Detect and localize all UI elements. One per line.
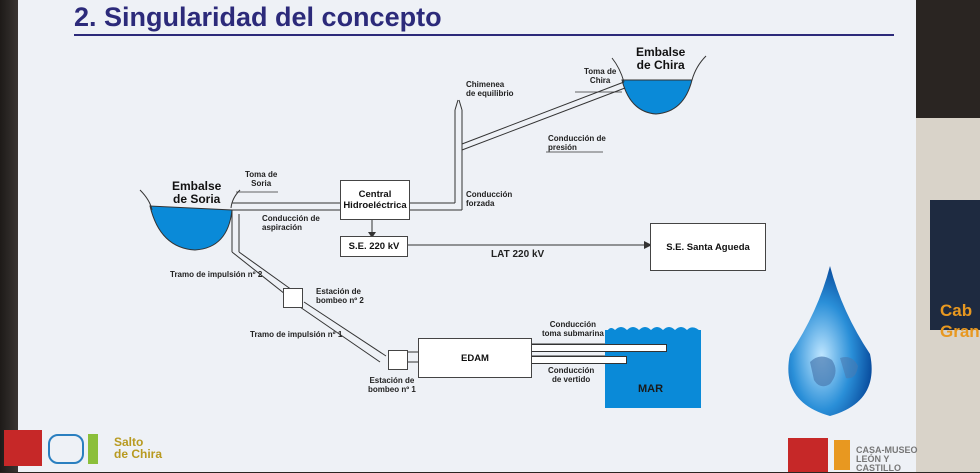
water-drop-globe-icon — [788, 266, 872, 416]
cmic-logo — [834, 440, 850, 470]
title-underline — [74, 34, 894, 36]
side-banner-text: Cab Gran — [940, 301, 980, 341]
lat-220-label: LAT 220 kV — [491, 249, 545, 260]
cabildo-logo-right — [788, 438, 828, 472]
embalse-soria-label: Embalse de Soria — [172, 179, 222, 206]
toma-soria-label: Toma de Soria — [245, 170, 278, 188]
conduccion-vertido-label: Conducción de vertido — [548, 366, 595, 384]
salto-chira-logo-text: Salto de Chira — [114, 435, 163, 461]
conduccion-forzada-label: Conducción forzada — [466, 190, 513, 208]
screen-edge-shadow — [0, 0, 18, 472]
toma-chira-label: Toma de Chira — [584, 67, 617, 85]
mar-label: MAR — [638, 383, 664, 395]
side-banner-dark-area — [930, 200, 980, 330]
edam-box: EDAM — [418, 338, 532, 378]
cabildo-logo — [4, 430, 42, 466]
chimenea-label: Chimenea de equilibrio — [466, 80, 514, 98]
conduccion-aspiracion-label: Conducción de aspiración — [262, 214, 320, 232]
tramo-2-label: Tramo de impulsión nº 2 — [170, 270, 263, 279]
slide-title: 2. Singularidad del concepto — [74, 2, 442, 32]
sea-area — [605, 330, 701, 408]
casa-museo-logo-text: CASA-MUSEO LEÓN Y CASTILLO — [856, 445, 918, 473]
intake-pipe — [530, 344, 667, 352]
discharge-pipe — [530, 356, 627, 364]
estacion-2-label: Estación de bombeo nº 2 — [316, 287, 364, 305]
salto-chira-icon — [88, 434, 98, 464]
chira-reservoir-shape — [621, 79, 693, 115]
soria-reservoir-shape — [149, 205, 233, 251]
toma-submarina-label: Conducción toma submarina — [542, 320, 604, 338]
se-santa-agueda-box: S.E. Santa Agueda — [650, 223, 766, 271]
se-220-box: S.E. 220 kV — [340, 236, 408, 257]
tramo-1-label: Tramo de impulsión nº 1 — [250, 330, 343, 339]
estacion-bombeo-1-box — [388, 350, 408, 370]
conduccion-presion-label: Conducción de presión — [548, 134, 606, 152]
consejo-insular-logo — [48, 434, 84, 464]
central-hidroelectrica-box: Central Hidroeléctrica — [340, 180, 410, 220]
sea-waves — [605, 327, 701, 338]
embalse-chira-label: Embalse de Chira — [636, 45, 686, 72]
estacion-bombeo-2-box — [283, 288, 303, 308]
estacion-1-label: Estación de bombeo nº 1 — [368, 376, 416, 394]
